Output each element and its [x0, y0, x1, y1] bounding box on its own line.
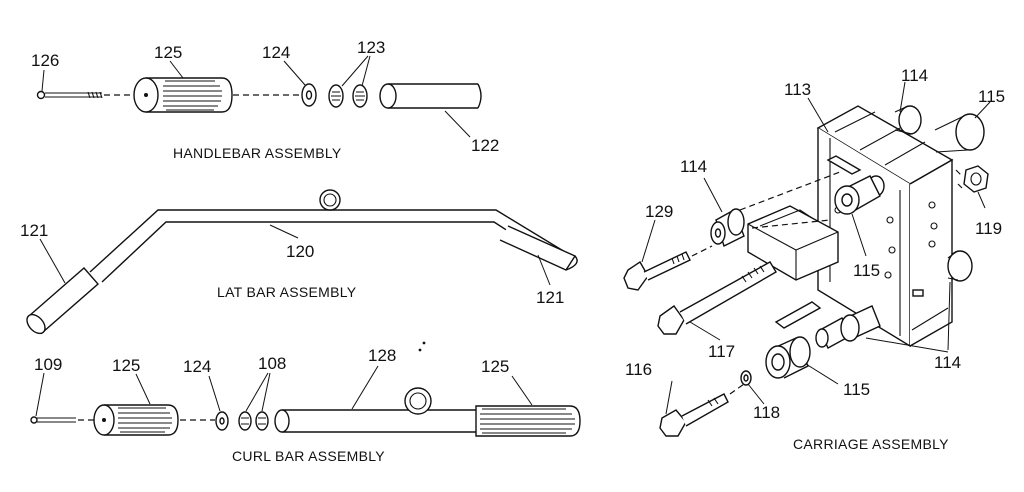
callout-128: 128	[368, 346, 396, 365]
roller-115-lower-drawing	[765, 336, 811, 379]
callout-121-left: 121	[20, 221, 48, 240]
callout-122: 122	[471, 136, 499, 155]
bolt-129-drawing	[623, 245, 713, 291]
callout-124-curl: 124	[183, 357, 211, 376]
title-lat-bar-assembly: LAT BAR ASSEMBLY	[217, 284, 357, 300]
callout-121-right: 121	[536, 288, 564, 307]
callout-129: 129	[645, 202, 673, 221]
callout-113: 113	[784, 80, 811, 99]
title-handlebar-assembly: HANDLEBAR ASSEMBLY	[173, 145, 342, 161]
curl-bar-128-drawing	[274, 387, 478, 433]
callout-123: 123	[357, 38, 385, 57]
bushing-114-left-drawing	[710, 208, 745, 247]
tube-122-drawing	[379, 83, 482, 109]
curl-bar-assembly: 109 125 124 108 128 125 CURL BAR ASSEMBL…	[30, 341, 581, 464]
callout-120: 120	[286, 242, 314, 261]
callout-119: 119	[975, 219, 1002, 238]
callout-118: 118	[753, 403, 780, 422]
nuts-123-drawing	[328, 84, 368, 108]
callout-125: 125	[154, 43, 182, 62]
washer-124-drawing	[301, 83, 317, 107]
bolt-109-drawing	[30, 416, 100, 424]
washer-124-curl-drawing	[215, 411, 229, 431]
grip-125-curl-right-drawing	[475, 405, 581, 437]
callout-124: 124	[262, 43, 290, 62]
nuts-108-drawing	[238, 411, 269, 431]
callout-116: 116	[625, 360, 652, 379]
grip-125-curl-left-drawing	[93, 404, 179, 436]
lat-bar-assembly: 121 120 121 LAT BAR ASSEMBLY	[20, 189, 578, 335]
callout-108: 108	[258, 354, 286, 373]
callout-126: 126	[31, 51, 59, 70]
callout-115-top: 115	[978, 87, 1005, 106]
roller-114-lower-drawing	[815, 305, 881, 349]
callout-117: 117	[708, 342, 735, 361]
bolt-126-drawing	[36, 90, 132, 100]
roller-115-upper-drawing	[834, 175, 885, 215]
callout-125-curl-left: 125	[112, 356, 140, 375]
carriage-frame-113-drawing	[747, 105, 985, 348]
callout-114-right: 114	[934, 353, 961, 372]
carriage-assembly: 113 114 115 114 129 115 119 117 114 116 …	[623, 66, 1005, 452]
callout-125-curl-right: 125	[481, 357, 509, 376]
callout-109: 109	[34, 355, 62, 374]
grip-121-left-drawing	[26, 267, 99, 335]
title-carriage-assembly: CARRIAGE ASSEMBLY	[793, 436, 949, 452]
lat-bar-120-drawing	[89, 189, 571, 283]
title-curl-bar-assembly: CURL BAR ASSEMBLY	[232, 448, 385, 464]
callout-114-top: 114	[901, 66, 928, 85]
handlebar-assembly: 126 125 124 123 122 HANDLEBAR ASSEMBLY	[31, 38, 499, 161]
bolt-117-drawing	[657, 261, 777, 335]
callout-114-left: 114	[680, 157, 707, 176]
nut-119-drawing	[955, 165, 989, 193]
callout-115-middle: 115	[853, 261, 880, 280]
grip-125-drawing	[133, 77, 233, 113]
grip-121-right-drawing	[499, 225, 578, 271]
washer-118-drawing	[740, 370, 752, 386]
callout-115-lower: 115	[843, 380, 870, 399]
bolt-116-drawing	[659, 383, 745, 437]
